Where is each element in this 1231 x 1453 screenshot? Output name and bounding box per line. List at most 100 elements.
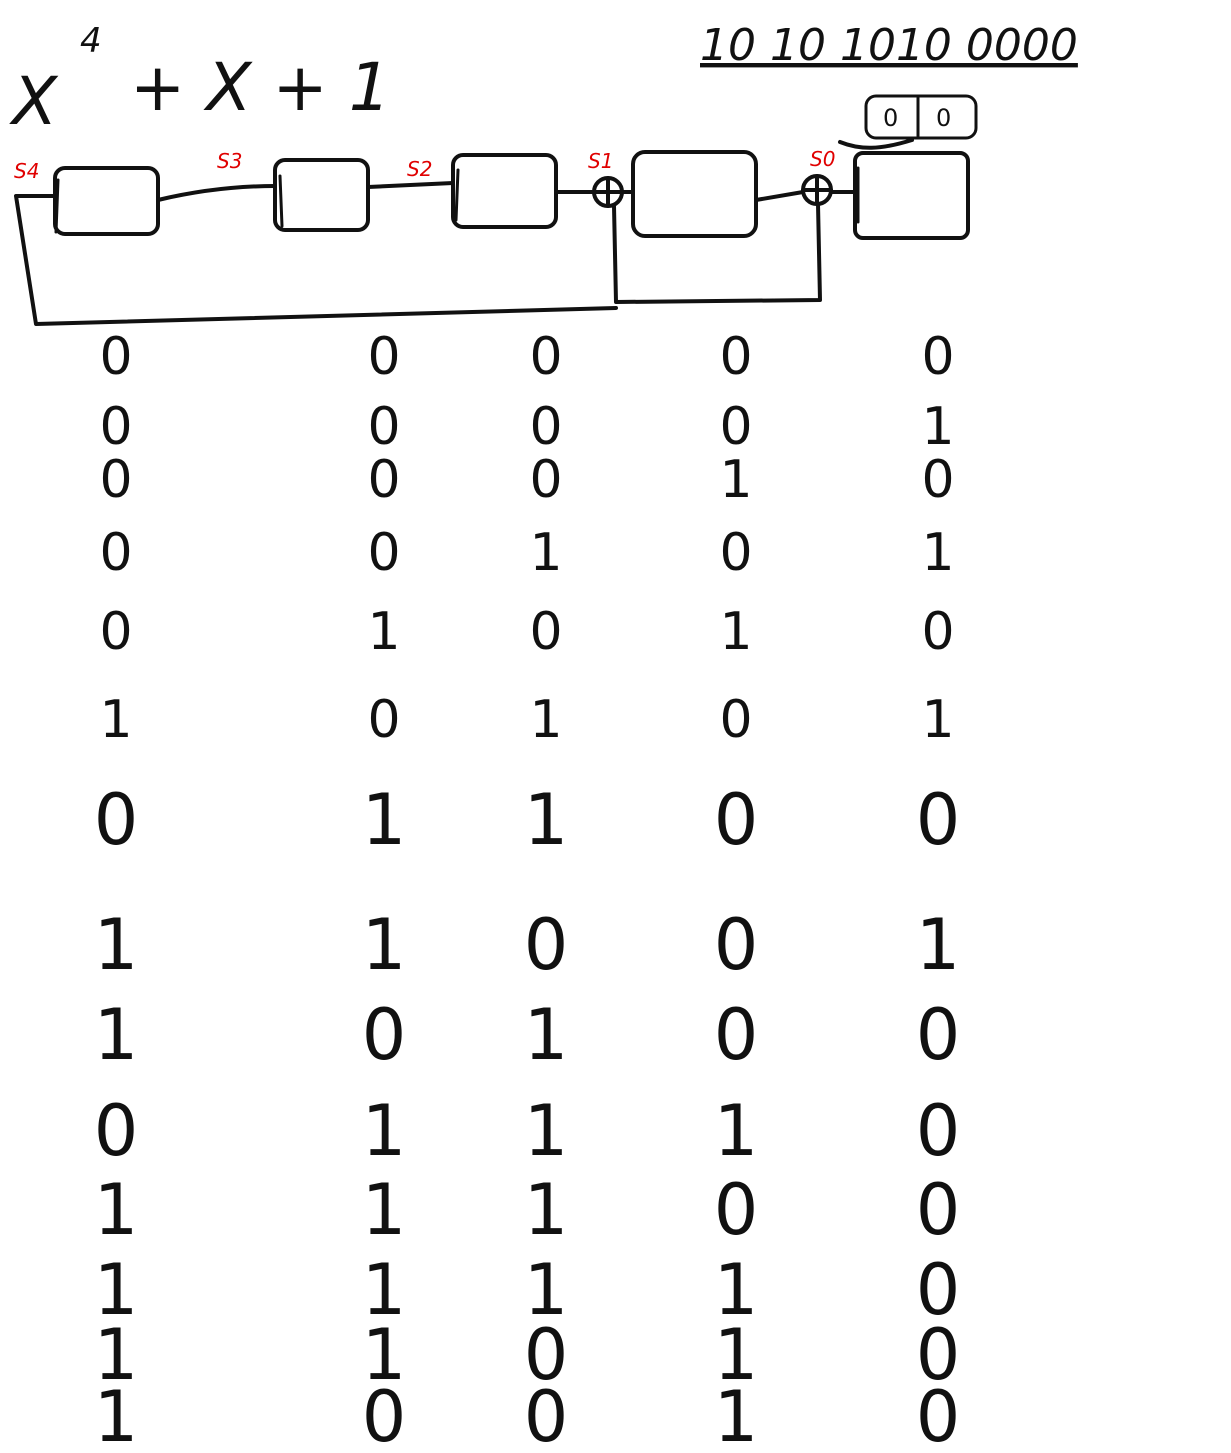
table-cell-c0-r7: 1 — [94, 904, 139, 986]
register-labels: S4 S3 S2 S1 S0 — [14, 147, 835, 183]
table-cell-c4-r0: 0 — [921, 327, 954, 387]
table-cell-c4-r5: 1 — [921, 690, 954, 750]
table-cell-c3-r3: 0 — [719, 523, 752, 583]
equation-rest: + X + 1 — [130, 49, 391, 126]
register-cell-s2 — [451, 153, 558, 229]
table-cell-c4-r1: 1 — [921, 397, 954, 457]
table-cell-c2-r11: 1 — [524, 1249, 569, 1331]
table-cell-c1-r8: 0 — [362, 994, 407, 1076]
table-cell-c0-r5: 1 — [99, 690, 132, 750]
polynomial-equation: X 4 + X + 1 — [9, 21, 391, 140]
table-cell-c3-r1: 0 — [719, 397, 752, 457]
table-cell-c1-r3: 0 — [367, 523, 400, 583]
connector-s3-s2 — [366, 181, 455, 189]
table-cell-c2-r5: 1 — [529, 690, 562, 750]
register-cell-s0 — [853, 151, 970, 240]
output-box-bit-2: 0 — [936, 104, 951, 132]
table-cell-c1-r9: 1 — [362, 1090, 407, 1172]
table-cell-c2-r12: 0 — [524, 1314, 569, 1396]
table-cell-c1-r2: 0 — [367, 450, 400, 510]
table-cell-c0-r2: 0 — [99, 450, 132, 510]
table-cell-c2-r0: 0 — [529, 327, 562, 387]
output-box-frame — [864, 94, 978, 140]
table-cell-c2-r7: 0 — [524, 904, 569, 986]
cell-s4-tick — [54, 178, 60, 234]
table-cell-c3-r4: 1 — [719, 602, 752, 662]
table-cell-c1-r13: 0 — [362, 1376, 407, 1453]
table-cell-c3-r6: 0 — [714, 779, 759, 861]
table-cell-c0-r8: 1 — [94, 994, 139, 1076]
table-cell-c0-r10: 1 — [94, 1169, 139, 1251]
table-cell-c3-r13: 1 — [714, 1376, 759, 1453]
table-cell-c1-r5: 0 — [367, 690, 400, 750]
shift-register — [14, 138, 970, 326]
table-cell-c3-r12: 1 — [714, 1314, 759, 1396]
table-cell-c0-r4: 0 — [99, 602, 132, 662]
table-cell-c4-r13: 0 — [916, 1376, 961, 1453]
equation-exponent: 4 — [80, 21, 102, 61]
table-cell-c4-r8: 0 — [916, 994, 961, 1076]
table-cell-c0-r0: 0 — [99, 327, 132, 387]
table-cell-c2-r1: 0 — [529, 397, 562, 457]
cell-s2-tick — [454, 168, 460, 222]
table-cell-c4-r9: 0 — [916, 1090, 961, 1172]
table-cell-c4-r6: 0 — [916, 779, 961, 861]
register-cell-s3 — [273, 158, 370, 232]
table-cell-c4-r7: 1 — [916, 904, 961, 986]
table-cell-c0-r11: 1 — [94, 1249, 139, 1331]
feedback-tap-lines — [612, 202, 822, 304]
feedback-loop — [14, 194, 618, 326]
xor-gate-1 — [592, 176, 624, 208]
label-s3: S3 — [217, 149, 242, 173]
table-cell-c1-r12: 1 — [362, 1314, 407, 1396]
output-sequence: 10 10 1010 0000 — [700, 20, 1078, 71]
table-cell-c2-r13: 0 — [524, 1376, 569, 1453]
label-s0: S0 — [810, 147, 835, 171]
table-cell-c1-r0: 0 — [367, 327, 400, 387]
table-cell-c1-r7: 1 — [362, 904, 407, 986]
output-box-bit-1: 0 — [883, 104, 898, 132]
label-s4: S4 — [14, 159, 39, 183]
table-cell-c1-r1: 0 — [367, 397, 400, 457]
connector-s1-xor2 — [754, 190, 805, 202]
label-s2: S2 — [407, 157, 432, 181]
table-cell-c1-r6: 1 — [362, 779, 407, 861]
register-cell-s4 — [53, 166, 160, 236]
output-scribble — [838, 138, 914, 150]
table-cell-c4-r11: 0 — [916, 1249, 961, 1331]
table-cell-c3-r8: 0 — [714, 994, 759, 1076]
table-cell-c2-r9: 1 — [524, 1090, 569, 1172]
state-table: 0000010110111100001011011110000101101111… — [94, 327, 961, 1453]
table-cell-c4-r10: 0 — [916, 1169, 961, 1251]
table-cell-c2-r6: 1 — [524, 779, 569, 861]
table-cell-c3-r7: 0 — [714, 904, 759, 986]
register-cell-s1 — [631, 150, 758, 238]
connector-s4-s3 — [156, 184, 277, 202]
table-cell-c2-r10: 1 — [524, 1169, 569, 1251]
table-cell-c2-r4: 0 — [529, 602, 562, 662]
table-cell-c0-r1: 0 — [99, 397, 132, 457]
table-cell-c2-r3: 1 — [529, 523, 562, 583]
table-cell-c4-r3: 1 — [921, 523, 954, 583]
xor-gate-2 — [801, 174, 833, 206]
table-cell-c3-r2: 1 — [719, 450, 752, 510]
table-cell-c4-r2: 0 — [921, 450, 954, 510]
label-s1: S1 — [588, 149, 613, 173]
table-cell-c3-r5: 0 — [719, 690, 752, 750]
table-cell-c3-r9: 1 — [714, 1090, 759, 1172]
table-cell-c4-r12: 0 — [916, 1314, 961, 1396]
table-cell-c0-r12: 1 — [94, 1314, 139, 1396]
table-cell-c0-r3: 0 — [99, 523, 132, 583]
table-cell-c2-r2: 0 — [529, 450, 562, 510]
output-box: 0 0 — [864, 94, 978, 140]
table-cell-c0-r6: 0 — [94, 779, 139, 861]
table-cell-c3-r11: 1 — [714, 1249, 759, 1331]
table-cell-c1-r10: 1 — [362, 1169, 407, 1251]
table-cell-c3-r10: 0 — [714, 1169, 759, 1251]
table-cell-c4-r4: 0 — [921, 602, 954, 662]
cell-s3-tick — [278, 174, 284, 228]
equation-main: X — [9, 63, 59, 140]
table-cell-c2-r8: 1 — [524, 994, 569, 1076]
table-cell-c1-r11: 1 — [362, 1249, 407, 1331]
